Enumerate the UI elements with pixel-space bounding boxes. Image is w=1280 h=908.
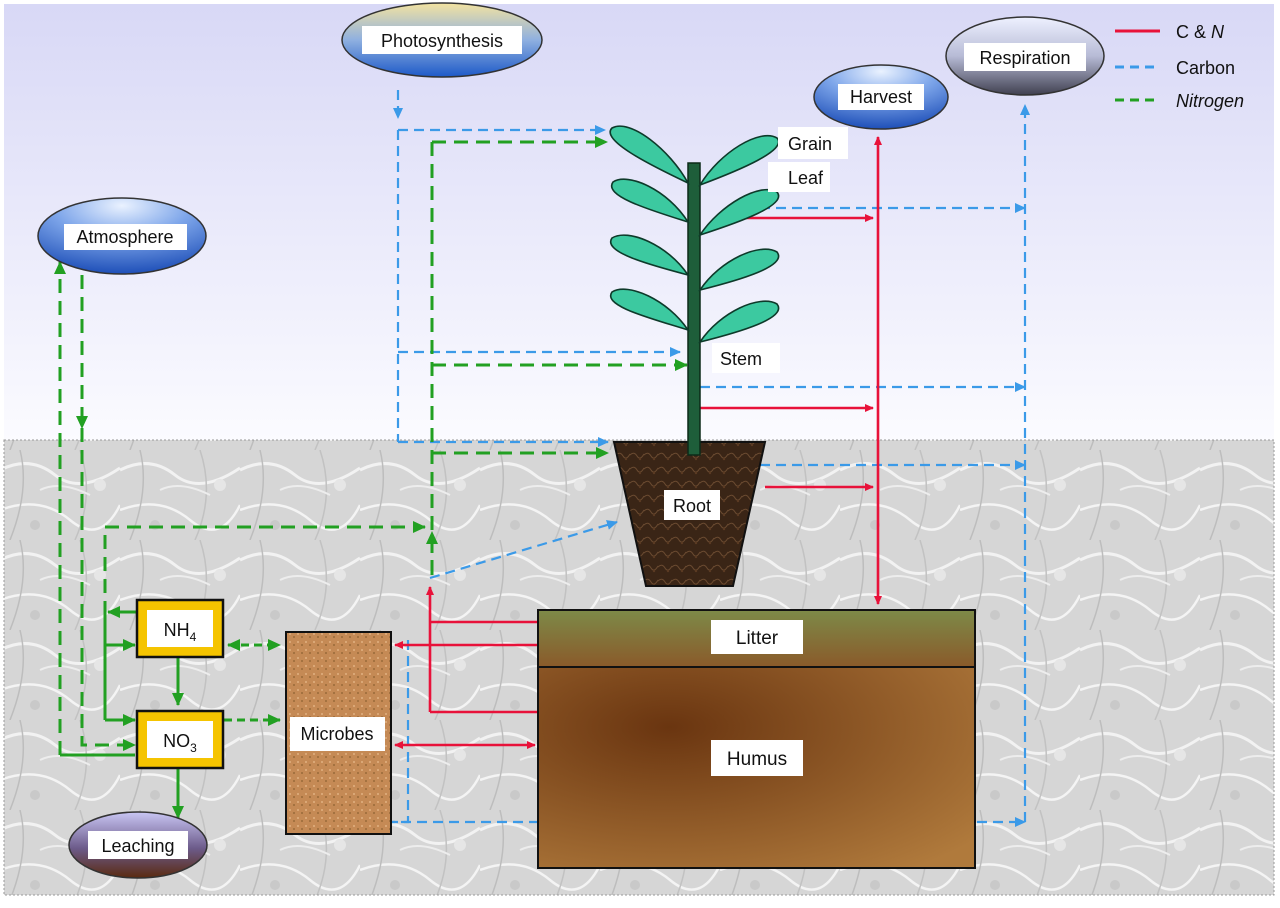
humus-label-bg bbox=[711, 740, 803, 776]
leaf-label: Leaf bbox=[788, 168, 824, 188]
legend: C & N Carbon Nitrogen bbox=[1115, 22, 1244, 111]
plant: Root Grain Leaf Stem bbox=[609, 125, 848, 587]
stem-label: Stem bbox=[720, 349, 762, 369]
no3-pool: NO3 bbox=[135, 709, 225, 770]
stem-label-bg bbox=[712, 343, 780, 373]
plant-stem bbox=[687, 162, 701, 456]
atmosphere-pool: Atmosphere bbox=[37, 197, 207, 275]
nitrogen-flows bbox=[54, 136, 688, 755]
carbon-microbes-to-root bbox=[429, 520, 618, 580]
legend-carbon-label: Carbon bbox=[1176, 58, 1235, 78]
litter-label: Litter bbox=[736, 628, 779, 649]
leaching-label: Leaching bbox=[101, 836, 174, 856]
grain-label-bg bbox=[778, 127, 848, 159]
root-label: Root bbox=[673, 496, 711, 516]
microbes-label-bg bbox=[290, 717, 385, 751]
cn-flows bbox=[394, 136, 882, 749]
grain-label: Grain bbox=[788, 134, 832, 154]
respiration-pool: Respiration bbox=[945, 16, 1105, 96]
photosynthesis-pool: Photosynthesis bbox=[341, 2, 543, 78]
mineral-nitrogen-links bbox=[60, 606, 281, 819]
no3-label: NO3 bbox=[163, 731, 197, 755]
legend-nitrogen-label: Nitrogen bbox=[1176, 91, 1244, 111]
microbes-pool: Microbes bbox=[285, 631, 392, 835]
nh4-pool: NH4 bbox=[135, 598, 225, 659]
respiration-label: Respiration bbox=[979, 48, 1070, 68]
root-label-bg bbox=[664, 490, 720, 520]
atmosphere-label: Atmosphere bbox=[76, 227, 173, 247]
plant-leaves bbox=[609, 125, 780, 344]
legend-cn-label: C & N bbox=[1176, 22, 1225, 42]
litter-label-bg bbox=[711, 620, 803, 654]
microbes-label: Microbes bbox=[300, 724, 373, 744]
nitrogen-mineral-uptake bbox=[103, 521, 426, 615]
deposition-to-no3 bbox=[80, 428, 136, 751]
leaf-label-bg bbox=[768, 162, 830, 192]
photosynthesis-label: Photosynthesis bbox=[381, 31, 503, 51]
humus-label: Humus bbox=[727, 749, 787, 770]
harvest-pool: Harvest bbox=[813, 64, 949, 130]
leaching-pool: Leaching bbox=[68, 811, 208, 879]
soil-organic-matter: Litter Humus bbox=[537, 609, 976, 869]
harvest-label: Harvest bbox=[850, 87, 912, 107]
nh4-label: NH4 bbox=[164, 620, 197, 644]
